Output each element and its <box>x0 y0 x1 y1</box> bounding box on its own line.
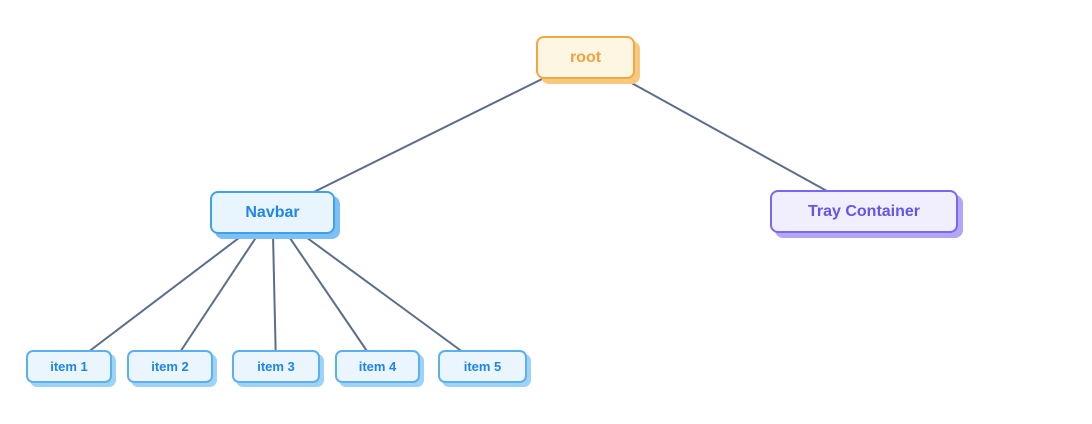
tree-node-item-1-label: item 1 <box>50 359 88 374</box>
tree-node-tray-container[interactable]: Tray Container <box>770 190 958 233</box>
edge-navbar-item1 <box>68 211 274 368</box>
tree-node-item-3[interactable]: item 3 <box>232 350 320 383</box>
tree-node-root-label: root <box>569 48 602 66</box>
tree-node-navbar[interactable]: Navbar <box>210 191 335 234</box>
tree-node-navbar-label: Navbar <box>245 203 300 221</box>
tree-node-item-2[interactable]: item 2 <box>127 350 213 383</box>
edge-navbar-item4 <box>271 211 379 368</box>
edge-navbar-item3 <box>271 212 277 367</box>
tree-node-root[interactable]: root <box>536 36 635 79</box>
tree-node-tray-container-label: Tray Container <box>807 202 921 220</box>
edge-navbar-item2 <box>169 211 274 368</box>
tree-node-item-4[interactable]: item 4 <box>335 350 420 383</box>
edge-navbar-item5 <box>271 211 484 368</box>
tree-node-item-1[interactable]: item 1 <box>26 350 112 383</box>
edge-root-tray <box>585 56 865 213</box>
tree-node-item-5[interactable]: item 5 <box>438 350 527 383</box>
tree-node-item-3-label: item 3 <box>257 359 295 374</box>
tree-node-item-4-label: item 4 <box>358 359 397 374</box>
tree-node-item-5-label: item 5 <box>463 359 502 374</box>
edge-root-navbar <box>272 56 586 214</box>
tree-node-item-2-label: item 2 <box>151 359 189 374</box>
